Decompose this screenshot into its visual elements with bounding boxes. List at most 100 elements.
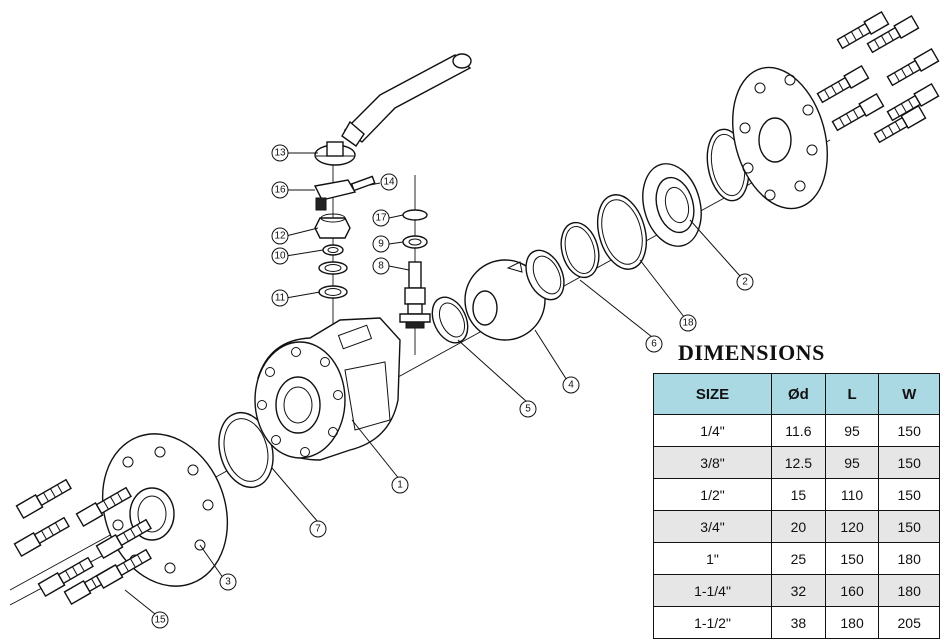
ball-seat-right [525,249,565,301]
svg-text:3: 3 [225,577,231,588]
svg-text:14: 14 [383,177,395,188]
handle-nut [314,141,356,166]
svg-text:5: 5 [525,404,531,415]
thrust-washer [402,235,428,249]
callout-10: 10 [271,247,289,265]
end-cap [642,163,702,247]
cell-diameter: 20 [771,510,826,543]
cell-size: 3/4" [652,510,773,543]
cell-width: 150 [878,478,940,511]
cell-diameter: 12.5 [771,446,826,479]
dimensions-title: DIMENSIONS [678,340,825,365]
header-diameter: Ød [771,373,826,415]
ball [464,259,546,341]
table-row: 3/8" 12.5 95 150 [652,446,940,479]
valve-stem [399,261,431,329]
svg-text:7: 7 [315,524,321,535]
cell-length: 160 [824,574,880,607]
callout-2: 2 [736,273,754,291]
cell-width: 150 [878,414,940,447]
cell-width: 150 [878,510,940,543]
svg-text:9: 9 [378,239,384,250]
cell-diameter: 38 [771,606,826,639]
valve-body-bolt-holes [257,347,343,457]
svg-text:13: 13 [274,148,286,159]
svg-text:11: 11 [275,293,286,304]
valve-body [254,317,401,461]
stem-o-ring [402,209,428,221]
right-gasket [597,194,647,270]
callout-1: 1 [391,476,409,494]
cell-diameter: 15 [771,478,826,511]
table-header-row: SIZE Ød L W [652,373,940,415]
header-width: W [878,373,940,415]
callout-18: 18 [679,314,697,332]
callout-14: 14 [380,173,398,191]
svg-text:10: 10 [274,251,286,262]
callout-12: 12 [271,227,289,245]
left-flange-bolt-holes [112,446,214,574]
cell-length: 95 [824,414,880,447]
svg-text:8: 8 [378,261,384,272]
callout-5: 5 [519,400,537,418]
table-row: 1/4" 11.6 95 150 [652,414,940,447]
table-row: 1-1/2" 38 180 205 [652,606,940,639]
cell-size: 1/2" [652,478,773,511]
callout-7: 7 [309,520,327,538]
cell-diameter: 25 [771,542,826,575]
callout-17: 17 [372,209,390,227]
cell-size: 1" [652,542,773,575]
cell-length: 150 [824,542,880,575]
cell-width: 205 [878,606,940,639]
cell-width: 150 [878,446,940,479]
callout-13: 13 [271,144,289,162]
svg-text:18: 18 [682,318,694,329]
cell-size: 1-1/2" [652,606,773,639]
svg-text:6: 6 [651,339,657,350]
handle-screw [350,175,376,192]
cell-size: 1-1/4" [652,574,773,607]
callout-15: 15 [151,611,169,629]
callout-leaders [124,152,741,615]
gland-nut [314,213,351,239]
gland-ring [318,261,348,275]
cell-width: 180 [878,542,940,575]
cell-width: 180 [878,574,940,607]
svg-text:1: 1 [397,480,403,491]
table-row: 1-1/4" 32 160 180 [652,574,940,607]
left-bolts [13,478,152,606]
cell-size: 3/8" [652,446,773,479]
callout-4: 4 [562,376,580,394]
cell-length: 180 [824,606,880,639]
svg-text:17: 17 [375,213,387,224]
lever-handle [341,53,472,147]
stop-plate [313,179,357,211]
cell-length: 120 [824,510,880,543]
seal-ring [560,221,600,279]
cell-length: 95 [824,446,880,479]
callout-8: 8 [372,257,390,275]
cell-diameter: 32 [771,574,826,607]
svg-text:16: 16 [274,185,286,196]
svg-text:4: 4 [568,380,574,391]
washer [322,244,344,256]
callout-16: 16 [271,181,289,199]
svg-text:15: 15 [154,615,166,626]
table-row: 3/4" 20 120 150 [652,510,940,543]
callout-9: 9 [372,235,390,253]
right-bolts [816,10,940,144]
callout-6: 6 [645,335,663,353]
dimensions-table: SIZE Ød L W 1/4" 11.6 95 150 3/8" 12.5 9… [652,373,940,639]
right-flange [732,66,828,210]
cell-diameter: 11.6 [771,414,826,447]
header-size: SIZE [652,373,773,415]
svg-text:2: 2 [742,277,748,288]
table-row: 1" 25 150 180 [652,542,940,575]
left-flange [101,433,229,587]
svg-text:12: 12 [274,231,286,242]
cell-size: 1/4" [652,414,773,447]
callout-3: 3 [219,573,237,591]
stem-packing [318,285,348,299]
header-length: L [824,373,880,415]
